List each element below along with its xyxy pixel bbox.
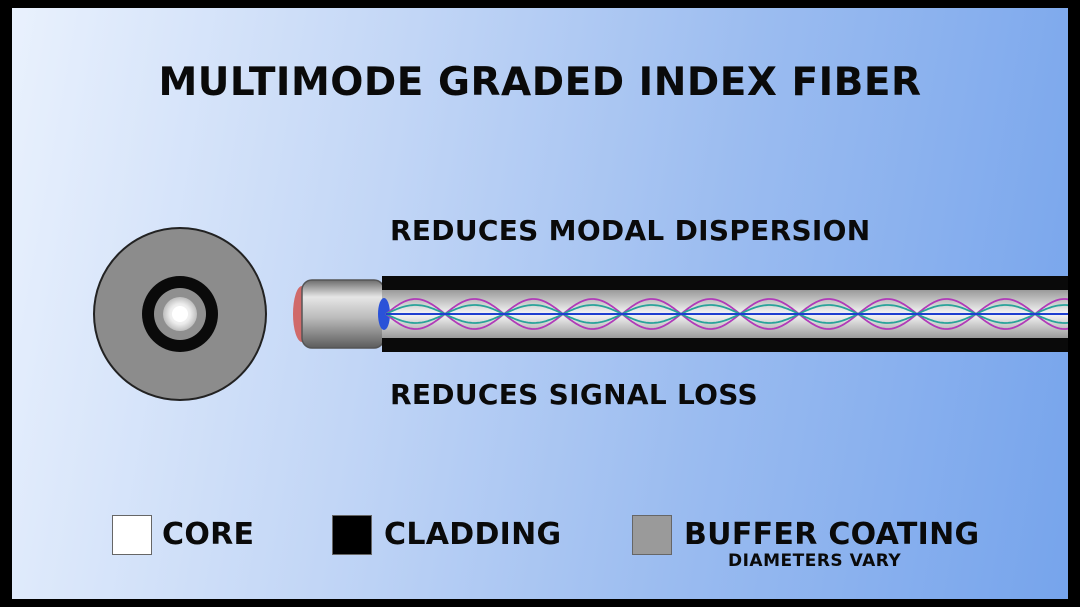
legend-label-buffer: BUFFER COATING	[684, 517, 980, 552]
ray-middle-b	[385, 304, 1068, 324]
legend-swatch-core	[112, 515, 152, 555]
core-entry-glow	[378, 298, 390, 330]
legend-swatch-cladding	[332, 515, 372, 555]
slide-title: MULTIMODE GRADED INDEX FIBER	[158, 60, 922, 105]
legend-swatch-buffer	[632, 515, 672, 555]
fiber-connector	[293, 279, 385, 349]
core-center	[172, 306, 188, 322]
connector-body	[301, 279, 385, 349]
diameters-note: DIAMETERS VARY	[728, 551, 902, 571]
slide-frame: MULTIMODE GRADED INDEX FIBER	[12, 8, 1068, 599]
ray-outer-b	[385, 298, 1068, 330]
ray-middle-a	[385, 304, 1068, 324]
caption-signal-loss: REDUCES SIGNAL LOSS	[390, 378, 758, 411]
legend-label-core: CORE	[162, 517, 255, 552]
fiber-cable	[378, 276, 1068, 352]
ray-outer-a	[385, 298, 1068, 330]
fiber-diagram	[93, 227, 1068, 401]
legend-label-cladding: CLADDING	[384, 517, 562, 552]
caption-modal-dispersion: REDUCES MODAL DISPERSION	[390, 214, 871, 247]
fiber-cross-section	[93, 227, 267, 401]
light-ray-paths	[385, 298, 1068, 330]
